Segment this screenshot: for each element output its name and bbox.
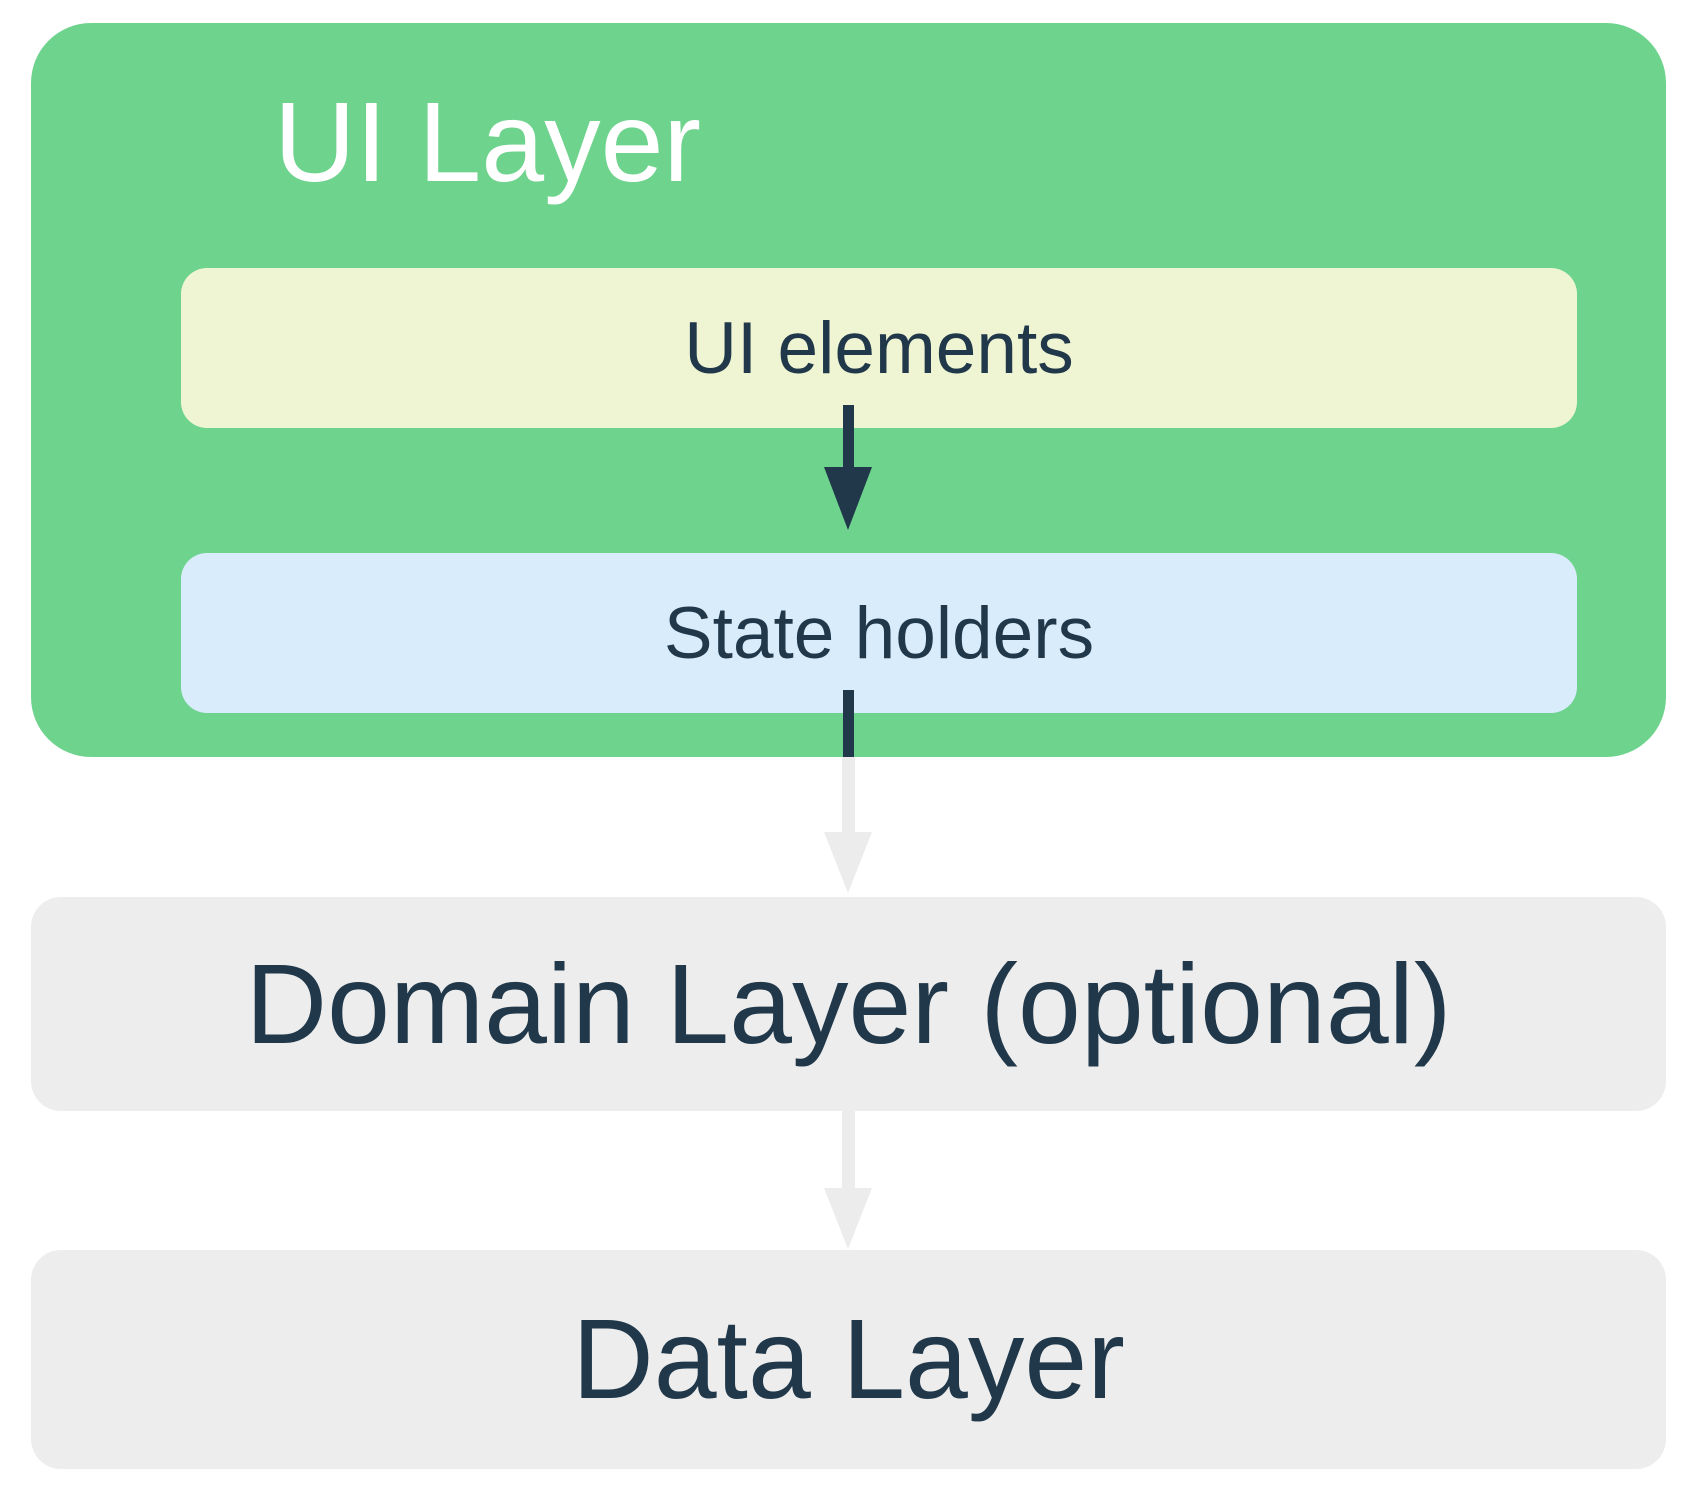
state-holders-label: State holders (663, 592, 1095, 674)
data-layer-label: Data Layer (572, 1296, 1125, 1422)
arrow-domain-to-data-head (824, 1188, 872, 1249)
domain-layer-label: Domain Layer (optional) (245, 940, 1452, 1067)
ui-layer-container: UI Layer UI elements State holders (31, 23, 1666, 757)
ui-elements-box: UI elements (181, 268, 1577, 428)
state-holders-box: State holders (181, 553, 1577, 713)
arrow-state-holders-to-domain-shaft-gray (842, 757, 855, 834)
ui-layer-title: UI Layer (274, 79, 702, 205)
arrow-state-holders-to-domain-head (824, 832, 872, 893)
domain-layer-box: Domain Layer (optional) (31, 897, 1666, 1111)
arrow-ui-elements-to-state-holders-shaft (843, 405, 854, 467)
data-layer-box: Data Layer (31, 1250, 1666, 1469)
arrow-ui-elements-to-state-holders-head (824, 467, 872, 530)
arrow-state-holders-to-domain-shaft-dark (843, 690, 854, 757)
ui-elements-label: UI elements (684, 307, 1074, 389)
arrow-domain-to-data-shaft (842, 1111, 855, 1188)
